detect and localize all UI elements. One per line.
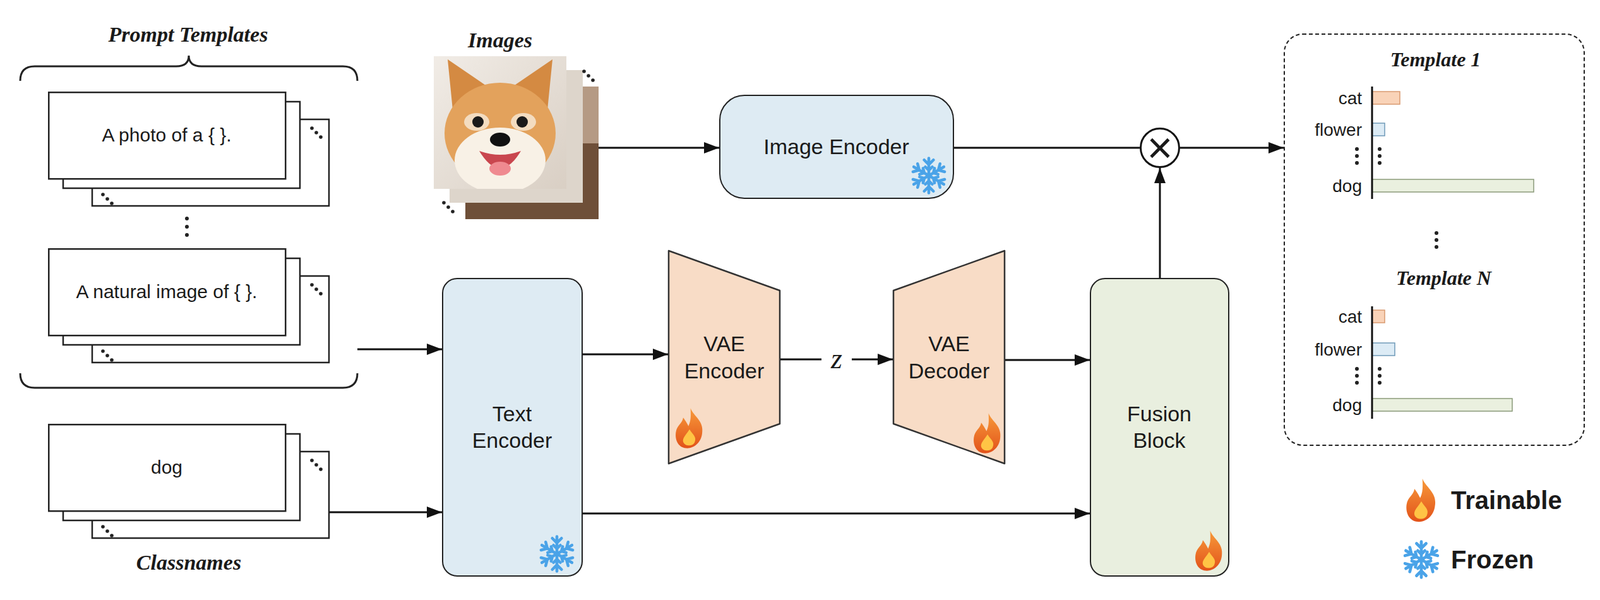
group-heading: Images (433, 24, 567, 57)
template-heading: Template N (1349, 263, 1539, 293)
class-label: cat (1235, 303, 1362, 329)
flow-arrow (598, 147, 720, 150)
legend-snow-sample (1403, 541, 1440, 578)
fusion-box: Fusion Block (1089, 277, 1230, 577)
image-input: Images (433, 56, 599, 220)
legend-text: Trainable (1450, 483, 1597, 517)
box-label: VAE Decoder (904, 250, 994, 465)
flow-arrow (357, 348, 442, 351)
trainable-icon (675, 407, 703, 448)
prompt-card: A natural image of { }. (47, 248, 330, 364)
trainable-icon (1195, 530, 1222, 571)
box-label: Fusion Block (1108, 277, 1211, 577)
vae-encoder-trapezoid: VAE Encoder (668, 250, 781, 465)
class-label: flower (1235, 116, 1362, 143)
frozen-icon (539, 536, 575, 572)
card-stack (47, 248, 330, 364)
latent-label: z (821, 340, 852, 377)
score-bars (1283, 33, 1585, 446)
class-label: cat (1235, 85, 1362, 111)
operator-symbol: × (1139, 125, 1181, 170)
group-heading: Prompt Templates (18, 12, 358, 57)
class-label: dog (1235, 392, 1362, 418)
legend-text: Frozen (1450, 543, 1597, 576)
ellipsis-dots (185, 216, 189, 237)
dog-photo-stack (433, 56, 599, 220)
curly-bracket (20, 55, 358, 81)
trapezoid-shape (892, 250, 1006, 465)
curly-bracket (20, 373, 358, 388)
card-stack (47, 91, 330, 207)
encoder-box: Text Encoder (441, 277, 583, 577)
classname-card: dogClassnames (47, 423, 330, 539)
flow-arrow (582, 512, 1090, 515)
class-label: dog (1235, 173, 1362, 199)
box-label: Image Encoder (719, 94, 955, 199)
group-heading: Classnames (47, 546, 330, 579)
flow-arrow (1159, 167, 1162, 278)
legend-flame-sample (1406, 478, 1436, 522)
card-text: dog (47, 423, 286, 511)
vae-decoder-trapezoid: VAE Decoder (892, 250, 1006, 465)
trapezoid-shape (668, 250, 781, 465)
flow-arrow (954, 147, 1140, 150)
flow-arrow (582, 353, 669, 356)
encoder-box: Image Encoder (719, 94, 955, 199)
flow-arrow (1005, 359, 1090, 362)
class-label: flower (1235, 336, 1362, 362)
flow-arrow (1180, 147, 1284, 150)
output-panel: Template 1 Template N (1283, 33, 1585, 446)
template-heading: Template 1 (1341, 44, 1531, 74)
frozen-icon (911, 158, 947, 194)
box-label: Text Encoder (460, 277, 564, 577)
card-stack (47, 423, 330, 539)
card-text: A photo of a { }. (47, 91, 286, 179)
prompt-card: A photo of a { }. (47, 91, 330, 207)
flow-arrow (329, 511, 442, 514)
box-label: VAE Encoder (680, 250, 769, 465)
multiply-circle: × (1139, 127, 1181, 168)
card-text: A natural image of { }. (47, 248, 286, 336)
prompt-template-group: Prompt Templates A photo of a { }. A natur… (18, 12, 358, 392)
trainable-icon (973, 412, 1001, 453)
